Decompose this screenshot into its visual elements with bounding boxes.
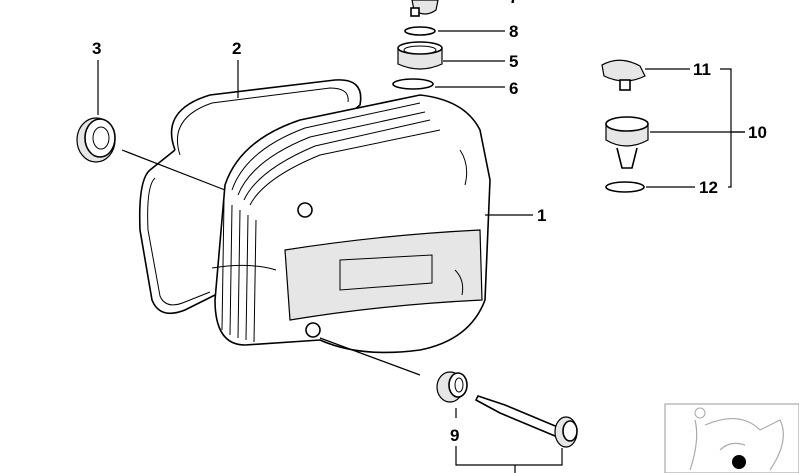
part-2-gasket <box>138 79 362 315</box>
part-9-grommet <box>436 371 468 403</box>
part-6-o-ring <box>392 78 434 90</box>
part-1-valve-cover <box>211 94 491 354</box>
callout-5: 5 <box>509 52 518 71</box>
callout-12: 12 <box>699 178 718 197</box>
callout-2: 2 <box>232 39 241 58</box>
part-8-o-ring <box>404 26 436 36</box>
part-3-seal <box>76 117 116 163</box>
callout-10: 10 <box>748 123 767 142</box>
callout-9: 9 <box>450 426 459 445</box>
callout-11: 11 <box>693 60 711 79</box>
callout-6: 6 <box>509 79 518 98</box>
part-10-filler-neck <box>605 116 649 169</box>
callout-1: 1 <box>537 206 546 225</box>
part-12-o-ring <box>605 181 645 193</box>
bolt <box>474 395 578 448</box>
part-5-sleeve <box>397 41 443 70</box>
locator-thumbnail <box>664 403 799 473</box>
callout-3: 3 <box>92 39 101 58</box>
part-7-cap <box>410 0 439 17</box>
callout-7: 7 <box>509 0 518 7</box>
part-11-cap <box>601 59 646 91</box>
location-marker-icon <box>732 455 746 469</box>
callout-8: 8 <box>509 22 518 41</box>
leader-lines <box>97 30 745 473</box>
